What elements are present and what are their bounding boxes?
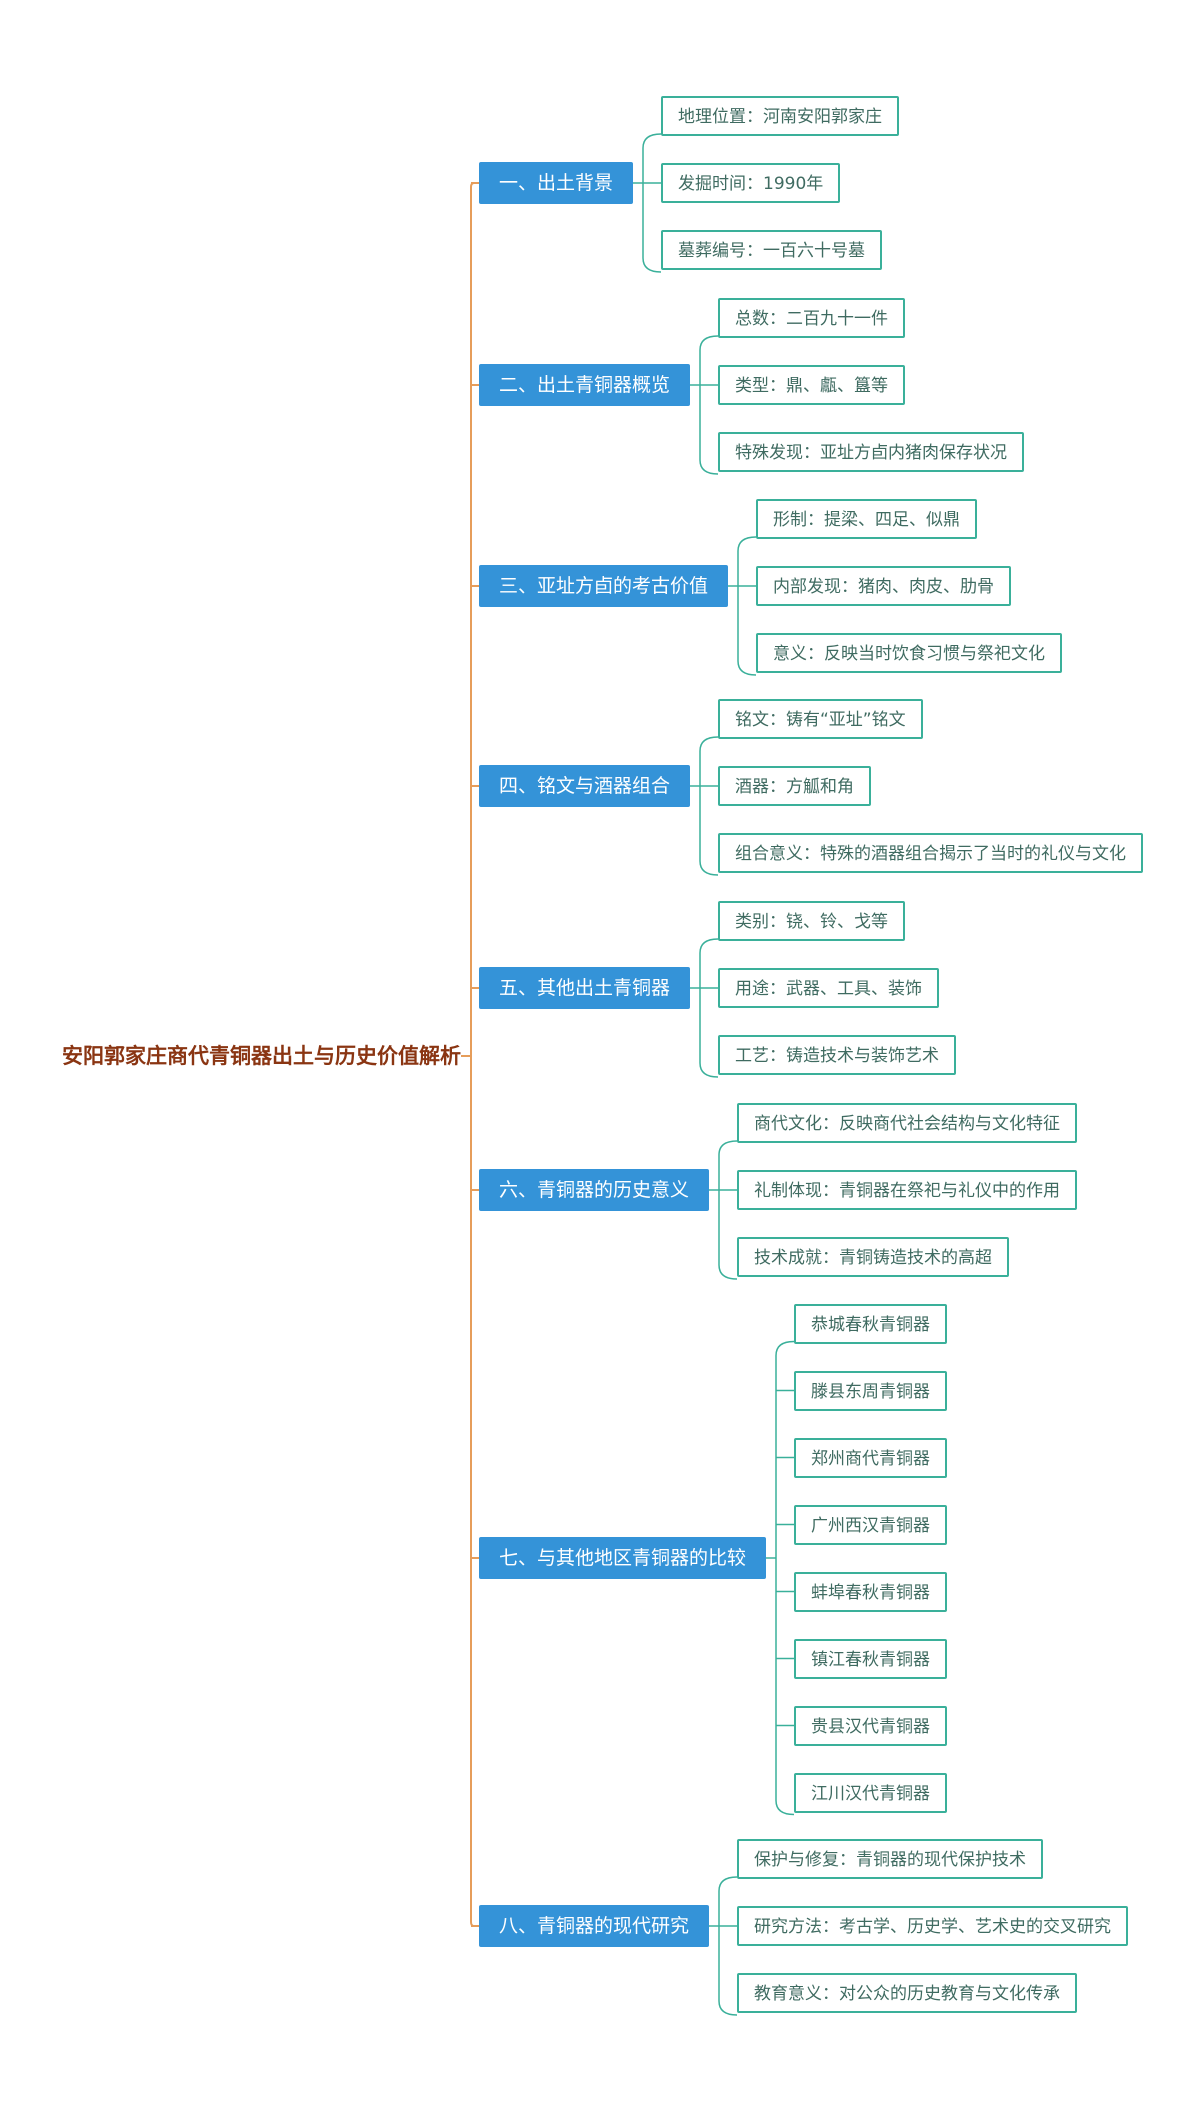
bracket-4	[699, 736, 719, 876]
leaf-node-2-2[interactable]: 类型：鼎、甗、簋等	[718, 365, 905, 405]
category-node-3[interactable]: 三、亚址方卣的考古价值	[479, 565, 729, 607]
category-node-1[interactable]: 一、出土背景	[479, 162, 634, 204]
bracket-7	[775, 1340, 795, 1816]
leaf-node-4-2[interactable]: 酒器：方觚和角	[718, 766, 871, 806]
category-node-4[interactable]: 四、铭文与酒器组合	[479, 765, 691, 807]
leaf-node-5-1[interactable]: 类别：铙、铃、戈等	[718, 901, 905, 941]
bracket-2	[699, 335, 719, 475]
leaf-node-7-8[interactable]: 江川汉代青铜器	[794, 1772, 947, 1813]
leaf-node-5-3[interactable]: 工艺：铸造技术与装饰艺术	[718, 1035, 956, 1075]
category-node-5[interactable]: 五、其他出土青铜器	[479, 967, 691, 1009]
leaf-node-4-1[interactable]: 铭文：铸有“亚址”铭文	[718, 699, 923, 739]
leaf-node-5-2[interactable]: 用途：武器、工具、装饰	[718, 968, 939, 1008]
bracket-6	[718, 1140, 738, 1280]
bracket-3	[737, 536, 757, 676]
leaf-node-7-2[interactable]: 滕县东周青铜器	[794, 1370, 947, 1411]
leaf-node-3-1[interactable]: 形制：提梁、四足、似鼎	[756, 499, 977, 539]
leaf-node-4-3[interactable]: 组合意义：特殊的酒器组合揭示了当时的礼仪与文化	[718, 833, 1143, 873]
leaf-node-1-2[interactable]: 发掘时间：1990年	[661, 163, 841, 203]
leaf-node-7-3[interactable]: 郑州商代青铜器	[794, 1437, 947, 1478]
bracket-5	[699, 938, 719, 1078]
leaf-node-2-3[interactable]: 特殊发现：亚址方卣内猪肉保存状况	[718, 432, 1024, 472]
leaf-node-6-3[interactable]: 技术成就：青铜铸造技术的高超	[737, 1237, 1009, 1277]
root-bracket	[470, 182, 479, 1927]
leaf-node-8-1[interactable]: 保护与修复：青铜器的现代保护技术	[737, 1839, 1043, 1879]
leaf-node-1-1[interactable]: 地理位置：河南安阳郭家庄	[661, 96, 899, 136]
leaf-node-8-2[interactable]: 研究方法：考古学、历史学、艺术史的交叉研究	[737, 1906, 1128, 1946]
bracket-8	[718, 1876, 738, 2016]
leaf-node-7-5[interactable]: 蚌埠春秋青铜器	[794, 1571, 947, 1612]
leaf-node-7-7[interactable]: 贵县汉代青铜器	[794, 1705, 947, 1746]
leaf-node-7-1[interactable]: 恭城春秋青铜器	[794, 1303, 947, 1344]
leaf-node-1-3[interactable]: 墓葬编号：一百六十号墓	[661, 230, 882, 270]
leaf-node-3-3[interactable]: 意义：反映当时饮食习惯与祭祀文化	[756, 633, 1062, 673]
category-node-6[interactable]: 六、青铜器的历史意义	[479, 1169, 710, 1211]
leaf-node-6-2[interactable]: 礼制体现：青铜器在祭祀与礼仪中的作用	[737, 1170, 1077, 1210]
leaf-node-3-2[interactable]: 内部发现：猪肉、肉皮、肋骨	[756, 566, 1011, 606]
leaf-node-6-1[interactable]: 商代文化：反映商代社会结构与文化特征	[737, 1103, 1077, 1143]
category-node-7[interactable]: 七、与其他地区青铜器的比较	[479, 1537, 767, 1579]
leaf-node-7-6[interactable]: 镇江春秋青铜器	[794, 1638, 947, 1679]
leaf-node-8-3[interactable]: 教育意义：对公众的历史教育与文化传承	[737, 1973, 1077, 2013]
category-node-2[interactable]: 二、出土青铜器概览	[479, 364, 691, 406]
bracket-1	[642, 133, 662, 273]
root-topic[interactable]: 安阳郭家庄商代青铜器出土与历史价值解析	[62, 1044, 461, 1068]
leaf-node-2-1[interactable]: 总数：二百九十一件	[718, 298, 905, 338]
leaf-node-7-4[interactable]: 广州西汉青铜器	[794, 1504, 947, 1545]
category-node-8[interactable]: 八、青铜器的现代研究	[479, 1905, 710, 1947]
